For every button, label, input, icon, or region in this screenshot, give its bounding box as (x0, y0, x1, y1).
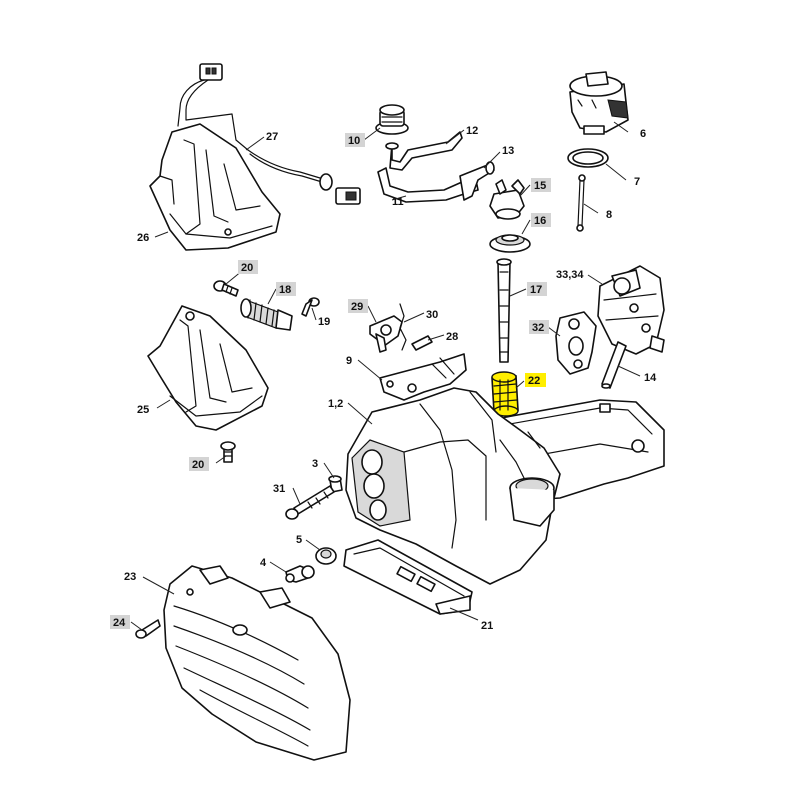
svg-text:24: 24 (113, 617, 126, 629)
part-15-valve (489, 179, 525, 220)
callout-15[interactable]: 15 (531, 178, 551, 192)
callout-20-upper[interactable]: 20 (238, 260, 258, 274)
callout-27[interactable]: 27 (266, 131, 278, 143)
callout-9[interactable]: 9 (346, 355, 352, 367)
part-8-rod (576, 174, 586, 232)
callout-14[interactable]: 14 (644, 372, 657, 384)
callout-16[interactable]: 16 (531, 213, 551, 227)
svg-text:17: 17 (530, 284, 542, 296)
part-10-plug (375, 104, 409, 135)
svg-text:31: 31 (273, 483, 285, 495)
part-19-screw (301, 297, 320, 317)
svg-text:16: 16 (534, 215, 546, 227)
callout-28[interactable]: 28 (446, 331, 458, 343)
callout-13[interactable]: 13 (502, 145, 514, 157)
svg-text:33,34: 33,34 (556, 269, 584, 281)
part-9-plate (379, 353, 467, 401)
part-30-spring (399, 303, 407, 351)
svg-text:5: 5 (296, 534, 302, 546)
svg-text:29: 29 (351, 301, 363, 313)
svg-text:25: 25 (137, 404, 149, 416)
callout-21[interactable]: 21 (481, 620, 493, 632)
svg-text:30: 30 (426, 309, 438, 321)
part-18-spring (240, 298, 293, 331)
callout-1-2[interactable]: 1,2 (328, 398, 343, 410)
svg-text:14: 14 (644, 372, 657, 384)
svg-text:15: 15 (534, 180, 546, 192)
part-24-screw (135, 619, 161, 639)
svg-text:28: 28 (446, 331, 458, 343)
part-27-harness (177, 63, 361, 205)
part-20-screw-lower (220, 441, 236, 463)
callout-18[interactable]: 18 (276, 282, 296, 296)
callout-11[interactable]: 11 (392, 196, 404, 208)
callout-22[interactable]: 22 (525, 373, 546, 387)
svg-text:11: 11 (392, 196, 404, 208)
svg-text:23: 23 (124, 571, 136, 583)
hoses-11-12-13 (377, 131, 495, 203)
part-17-fuel-hose (496, 258, 512, 363)
part-29-lever (369, 315, 403, 353)
part-5-washer (315, 547, 337, 565)
callout-24[interactable]: 24 (110, 615, 130, 629)
svg-text:32: 32 (532, 322, 544, 334)
callout-26[interactable]: 26 (137, 232, 149, 244)
svg-text:27: 27 (266, 131, 278, 143)
part-28-pin (411, 335, 433, 351)
svg-text:8: 8 (606, 209, 612, 221)
svg-text:18: 18 (279, 284, 291, 296)
svg-text:26: 26 (137, 232, 149, 244)
part-16-grommet (489, 234, 531, 253)
part-20-screw-upper (213, 280, 239, 297)
svg-text:9: 9 (346, 355, 352, 367)
svg-text:19: 19 (318, 316, 330, 328)
part-22-pickup-body (491, 371, 519, 417)
callout-10[interactable]: 10 (345, 133, 365, 147)
part-26-cover (149, 123, 281, 251)
svg-text:20: 20 (192, 459, 204, 471)
part-31-bolt (285, 485, 335, 520)
svg-text:10: 10 (348, 135, 360, 147)
part-25-cover (147, 305, 269, 431)
svg-text:3: 3 (312, 458, 318, 470)
svg-text:21: 21 (481, 620, 493, 632)
svg-text:4: 4 (260, 557, 267, 569)
svg-text:22: 22 (528, 375, 540, 387)
callout-20-lower[interactable]: 20 (189, 457, 209, 471)
callout-labels: 27 26 10 12 13 11 15 16 6 7 (110, 125, 657, 632)
callout-25[interactable]: 25 (137, 404, 149, 416)
callout-4[interactable]: 4 (260, 557, 267, 569)
callout-33-34[interactable]: 33,34 (556, 269, 584, 281)
callout-31[interactable]: 31 (273, 483, 285, 495)
callout-23[interactable]: 23 (124, 571, 136, 583)
part-32-gasket (555, 311, 597, 375)
svg-text:7: 7 (634, 176, 640, 188)
callout-8[interactable]: 8 (606, 209, 612, 221)
svg-text:20: 20 (241, 262, 253, 274)
part-33-34-carburetor (597, 265, 665, 355)
callout-17[interactable]: 17 (527, 282, 547, 296)
callout-7[interactable]: 7 (634, 176, 640, 188)
callout-12[interactable]: 12 (466, 125, 478, 137)
part-1-2-housing (345, 387, 665, 585)
part-14-sleeve (601, 341, 627, 389)
part-6-cap (569, 71, 629, 135)
part-23-shroud (163, 565, 351, 761)
callout-19[interactable]: 19 (318, 316, 330, 328)
callout-3[interactable]: 3 (312, 458, 318, 470)
leader-lines (130, 121, 641, 631)
svg-text:13: 13 (502, 145, 514, 157)
callout-6[interactable]: 6 (640, 128, 646, 140)
callout-29[interactable]: 29 (348, 299, 368, 313)
callout-5[interactable]: 5 (296, 534, 302, 546)
part-4-screw (285, 565, 315, 583)
part-21-base (343, 539, 473, 615)
callout-32[interactable]: 32 (529, 320, 549, 334)
svg-text:12: 12 (466, 125, 478, 137)
svg-text:6: 6 (640, 128, 646, 140)
svg-text:1,2: 1,2 (328, 398, 343, 410)
callout-30[interactable]: 30 (426, 309, 438, 321)
part-7-oring (567, 148, 609, 168)
